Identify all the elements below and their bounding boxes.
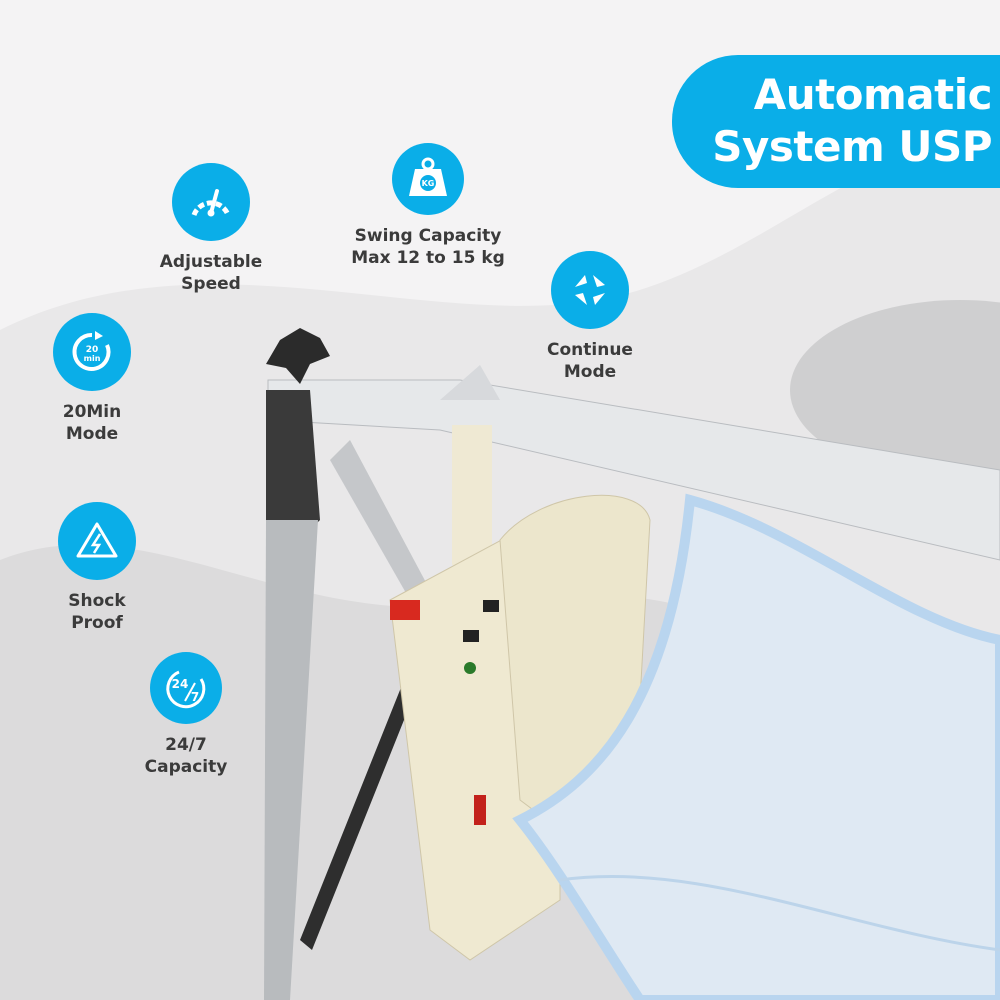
svg-text:7: 7 bbox=[191, 690, 199, 704]
headline-banner: Automatic System USP bbox=[672, 55, 1000, 188]
feature-label: Capacity bbox=[144, 757, 228, 777]
headline-line1: Automatic bbox=[753, 70, 993, 119]
headline-line2: System USP bbox=[712, 122, 992, 171]
feature-label: 20Min bbox=[62, 402, 122, 422]
cycle-arrows-icon bbox=[551, 251, 629, 329]
feature-adjustable-speed: Adjustable Speed bbox=[111, 163, 311, 295]
svg-text:KG: KG bbox=[422, 179, 435, 188]
feature-label: Continue bbox=[547, 340, 633, 360]
svg-text:min: min bbox=[84, 354, 101, 363]
feature-continue-mode: Continue Mode bbox=[490, 251, 690, 383]
svg-text:24: 24 bbox=[172, 677, 189, 691]
feature-label: Proof bbox=[71, 613, 123, 633]
svg-text:20: 20 bbox=[86, 345, 99, 355]
speedometer-icon bbox=[172, 163, 250, 241]
feature-label: Swing Capacity bbox=[354, 226, 502, 246]
feature-label: Mode bbox=[65, 424, 119, 444]
feature-label: Adjustable bbox=[159, 252, 263, 272]
feature-label: Speed bbox=[181, 274, 241, 294]
shock-warning-icon bbox=[58, 502, 136, 580]
feature-shock-proof: Shock Proof bbox=[0, 502, 197, 634]
feature-label: 24/7 bbox=[165, 735, 207, 755]
feature-swing-capacity: KG Swing Capacity Max 12 to 15 kg bbox=[328, 143, 528, 269]
weight-kg-icon: KG bbox=[392, 143, 464, 215]
feature-label: Max 12 to 15 kg bbox=[351, 248, 505, 268]
feature-label: Mode bbox=[563, 362, 617, 382]
feature-label: Shock bbox=[68, 591, 126, 611]
